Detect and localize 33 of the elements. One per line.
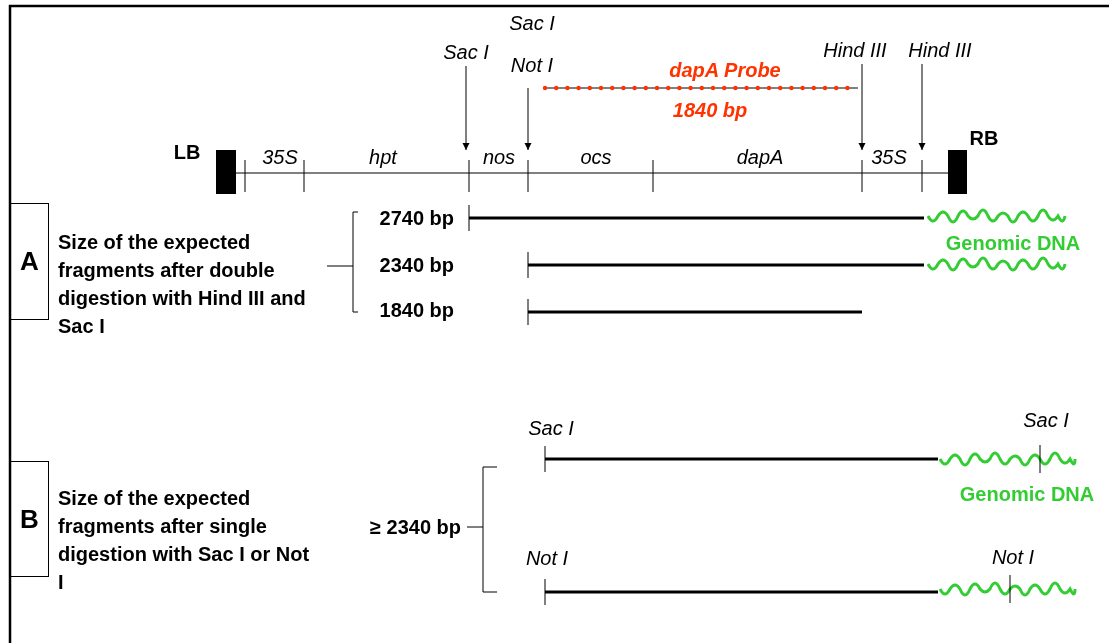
arrow bbox=[858, 63, 866, 151]
border-label: RB bbox=[969, 126, 999, 150]
probe-size-label: 1840 bp bbox=[672, 98, 748, 122]
restriction-site-label: Sac I bbox=[1023, 408, 1069, 432]
restriction-site-label: Hind III bbox=[908, 38, 972, 62]
border-label: LB bbox=[173, 140, 201, 164]
gene-label: hpt bbox=[369, 145, 397, 169]
arrow bbox=[524, 87, 532, 151]
fragment-size-label: 1840 bp bbox=[379, 298, 454, 322]
restriction-site-label: Sac I Not I bbox=[509, 2, 555, 86]
panel-letter-box: B bbox=[11, 461, 49, 577]
restriction-site-label: Hind III bbox=[823, 38, 887, 62]
panel-description: Size of the expected fragments after single digestion with Sac I or Not I bbox=[58, 486, 311, 595]
restriction-site-label: Not I bbox=[991, 545, 1035, 569]
gene-label: 35S bbox=[262, 145, 298, 169]
gene-label: nos bbox=[482, 145, 516, 169]
arrow bbox=[918, 63, 926, 151]
gene-label: 35S bbox=[871, 145, 907, 169]
fragment-size-label: ≥ 2340 bp bbox=[370, 515, 461, 539]
arrow bbox=[462, 65, 470, 151]
gene-label: dapA bbox=[736, 145, 784, 169]
restriction-site-label: Sac I bbox=[443, 40, 489, 64]
gene-label: ocs bbox=[580, 145, 612, 169]
fragment-size-label: 2340 bp bbox=[379, 253, 454, 277]
fragment-size-label: 2740 bp bbox=[379, 206, 454, 230]
panel-letter-box: A bbox=[11, 203, 49, 320]
restriction-site-label: Not I bbox=[525, 546, 569, 570]
probe-label: dapA Probe bbox=[669, 58, 781, 82]
genomic-dna-label: Genomic DNA bbox=[959, 482, 1095, 506]
panel-description: Size of the expected fragments after double digestion with Hind III and Sac I bbox=[58, 230, 307, 339]
genomic-dna-label: Genomic DNA bbox=[945, 231, 1081, 255]
restriction-site-label: Sac I bbox=[528, 416, 574, 440]
construct-map-drawing bbox=[216, 150, 967, 194]
